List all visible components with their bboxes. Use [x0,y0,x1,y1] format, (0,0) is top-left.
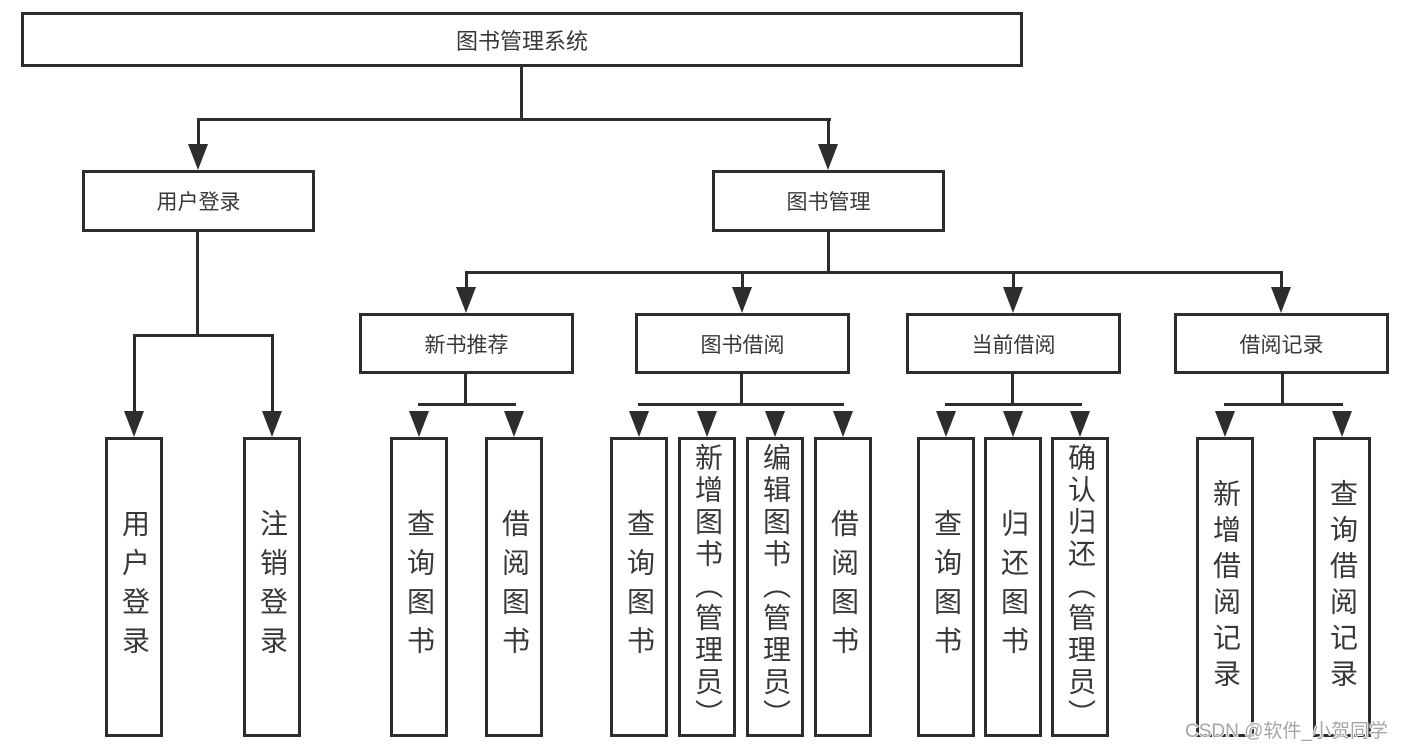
node-label: 用户登录 [156,191,241,214]
arrowhead-down-icon [1003,287,1023,313]
node-library-system: 图书管理系统 [21,12,1023,67]
leaf-query-books-borrow: 查询图书 [610,437,668,737]
arrowhead-down-icon [833,411,853,437]
leaf-label: 借阅图书 [499,509,530,665]
edge-line [465,271,468,291]
node-borrow-records: 借阅记录 [1174,313,1389,374]
arrowhead-down-icon [456,287,476,313]
edge-line [1224,403,1343,406]
edge-line [465,271,1282,274]
edge-line [945,403,1082,406]
edge-line [133,334,136,414]
edge-line [418,403,516,406]
leaf-label: 查询借阅记录 [1327,479,1358,695]
edge-line [197,118,831,121]
edge-line [741,271,744,291]
edge-line [740,374,743,406]
edge-line [827,232,830,274]
leaf-label: 归还图书 [998,509,1029,665]
edge-line [638,403,844,406]
arrowhead-down-icon [697,411,717,437]
leaf-borrow-books-recommend: 借阅图书 [485,437,543,737]
node-label: 借阅记录 [1239,333,1324,357]
arrowhead-down-icon [409,411,429,437]
csdn-watermark: CSDN @软件_小贺同学 [1185,721,1388,742]
edge-line [1280,271,1283,291]
node-label: 当前借阅 [971,333,1056,357]
arrowhead-down-icon [765,411,785,437]
arrowhead-down-icon [188,144,208,170]
edge-line [196,232,199,336]
edge-line [197,118,200,148]
node-book-borrow: 图书借阅 [635,313,850,374]
leaf-label: 查询图书 [624,509,655,665]
leaf-user-login: 用户登录 [105,437,163,737]
leaf-confirm-return-admin: 确认归还（管理员） [1051,437,1109,737]
arrowhead-down-icon [732,287,752,313]
edge-line [1012,271,1015,291]
node-book-management: 图书管理 [712,170,945,232]
arrowhead-down-icon [818,144,838,170]
node-label: 图书管理 [786,191,871,214]
arrowhead-down-icon [629,411,649,437]
arrowhead-down-icon [1332,411,1352,437]
arrowhead-down-icon [124,411,144,437]
leaf-label: 用户登录 [119,509,150,665]
leaf-label: 新增借阅记录 [1210,479,1241,695]
leaf-label: 借阅图书 [828,509,859,665]
edge-line [520,67,523,121]
leaf-add-borrow-record: 新增借阅记录 [1196,437,1254,737]
arrowhead-down-icon [262,411,282,437]
edge-line [1281,374,1284,406]
arrowhead-down-icon [504,411,524,437]
edge-line [464,374,467,406]
edge-line [827,118,830,148]
arrowhead-down-icon [936,411,956,437]
leaf-label: 编辑图书（管理员） [760,443,791,731]
leaf-add-book-admin: 新增图书（管理员） [678,437,736,737]
arrowhead-down-icon [1003,411,1023,437]
leaf-query-books-recommend: 查询图书 [390,437,448,737]
leaf-label: 注销登录 [257,509,288,665]
edge-line [1011,374,1014,406]
leaf-borrow-books: 借阅图书 [814,437,872,737]
node-user-login: 用户登录 [82,170,315,232]
leaf-logout: 注销登录 [243,437,301,737]
leaf-label: 新增图书（管理员） [692,443,723,731]
leaf-query-borrow-record: 查询借阅记录 [1313,437,1371,737]
edge-line [271,334,274,414]
arrowhead-down-icon [1070,411,1090,437]
leaf-query-books-current: 查询图书 [917,437,975,737]
leaf-label: 查询图书 [931,509,962,665]
arrowhead-down-icon [1271,287,1291,313]
leaf-label: 查询图书 [404,509,435,665]
node-new-book-recommend: 新书推荐 [359,313,574,374]
node-label: 新书推荐 [424,333,509,357]
leaf-label: 确认归还（管理员） [1065,443,1096,731]
node-label: 图书管理系统 [455,28,588,54]
edge-line [133,334,274,337]
leaf-return-book: 归还图书 [984,437,1042,737]
node-label: 图书借阅 [700,333,785,357]
arrowhead-down-icon [1215,411,1235,437]
leaf-edit-book-admin: 编辑图书（管理员） [746,437,804,737]
node-current-borrow: 当前借阅 [906,313,1121,374]
